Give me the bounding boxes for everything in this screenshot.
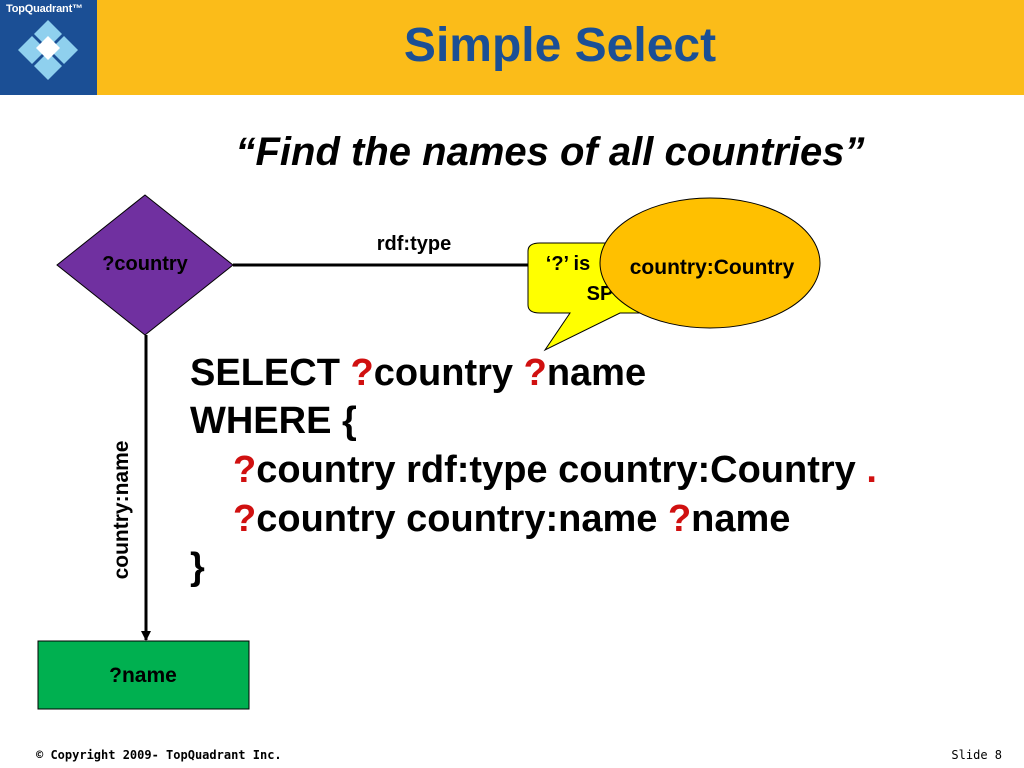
select-var-country: country — [373, 352, 524, 394]
diamond-logo-icon — [18, 20, 78, 80]
class-node-label: country:Country — [630, 256, 795, 279]
object-node-label: ?name — [109, 664, 177, 687]
query-triple-type: ?country rdf:type country:Country . — [233, 449, 877, 492]
variable-marker: ? — [667, 498, 692, 540]
slide-title: Simple Select — [403, 19, 717, 72]
header-bar: TopQuadrant™ Simple Select — [0, 0, 1024, 95]
slide-subtitle: “Find the names of all countries” — [235, 130, 865, 174]
rdf-type-label: rdf:type — [377, 233, 451, 255]
subject-node-label: ?country — [102, 253, 188, 275]
select-var-name: name — [546, 352, 647, 394]
class-node-country — [599, 197, 821, 329]
variable-marker: ? — [233, 498, 257, 540]
triple-name-var: name — [691, 498, 791, 540]
query-triple-name: ?country country:name ?name — [233, 498, 790, 541]
select-keyword: SELECT — [190, 352, 351, 394]
triple-terminator: . — [866, 449, 877, 491]
topquadrant-logo: TopQuadrant™ — [0, 0, 97, 95]
variable-marker: ? — [233, 449, 257, 491]
country-name-label: country:name — [110, 441, 133, 580]
close-brace: } — [190, 546, 205, 588]
query-select-line: SELECT ?country ?name — [190, 352, 646, 395]
footer-copyright: © Copyright 2009- TopQuadrant Inc. — [36, 748, 282, 762]
callout-text-1: ‘?’ is — [546, 253, 590, 275]
query-close-brace: } — [190, 546, 205, 589]
triple-type-text: country rdf:type country:Country — [256, 449, 867, 491]
query-where-line: WHERE { — [190, 400, 357, 443]
logo-text: TopQuadrant™ — [6, 3, 83, 15]
where-keyword: WHERE { — [190, 400, 357, 442]
variable-marker: ? — [523, 352, 547, 394]
object-node-name — [37, 640, 250, 710]
triple-name-text: country country:name — [256, 498, 668, 540]
variable-marker: ? — [350, 352, 374, 394]
footer-slide-number: Slide 8 — [951, 748, 1002, 762]
callout-text-2: SP — [587, 283, 614, 305]
